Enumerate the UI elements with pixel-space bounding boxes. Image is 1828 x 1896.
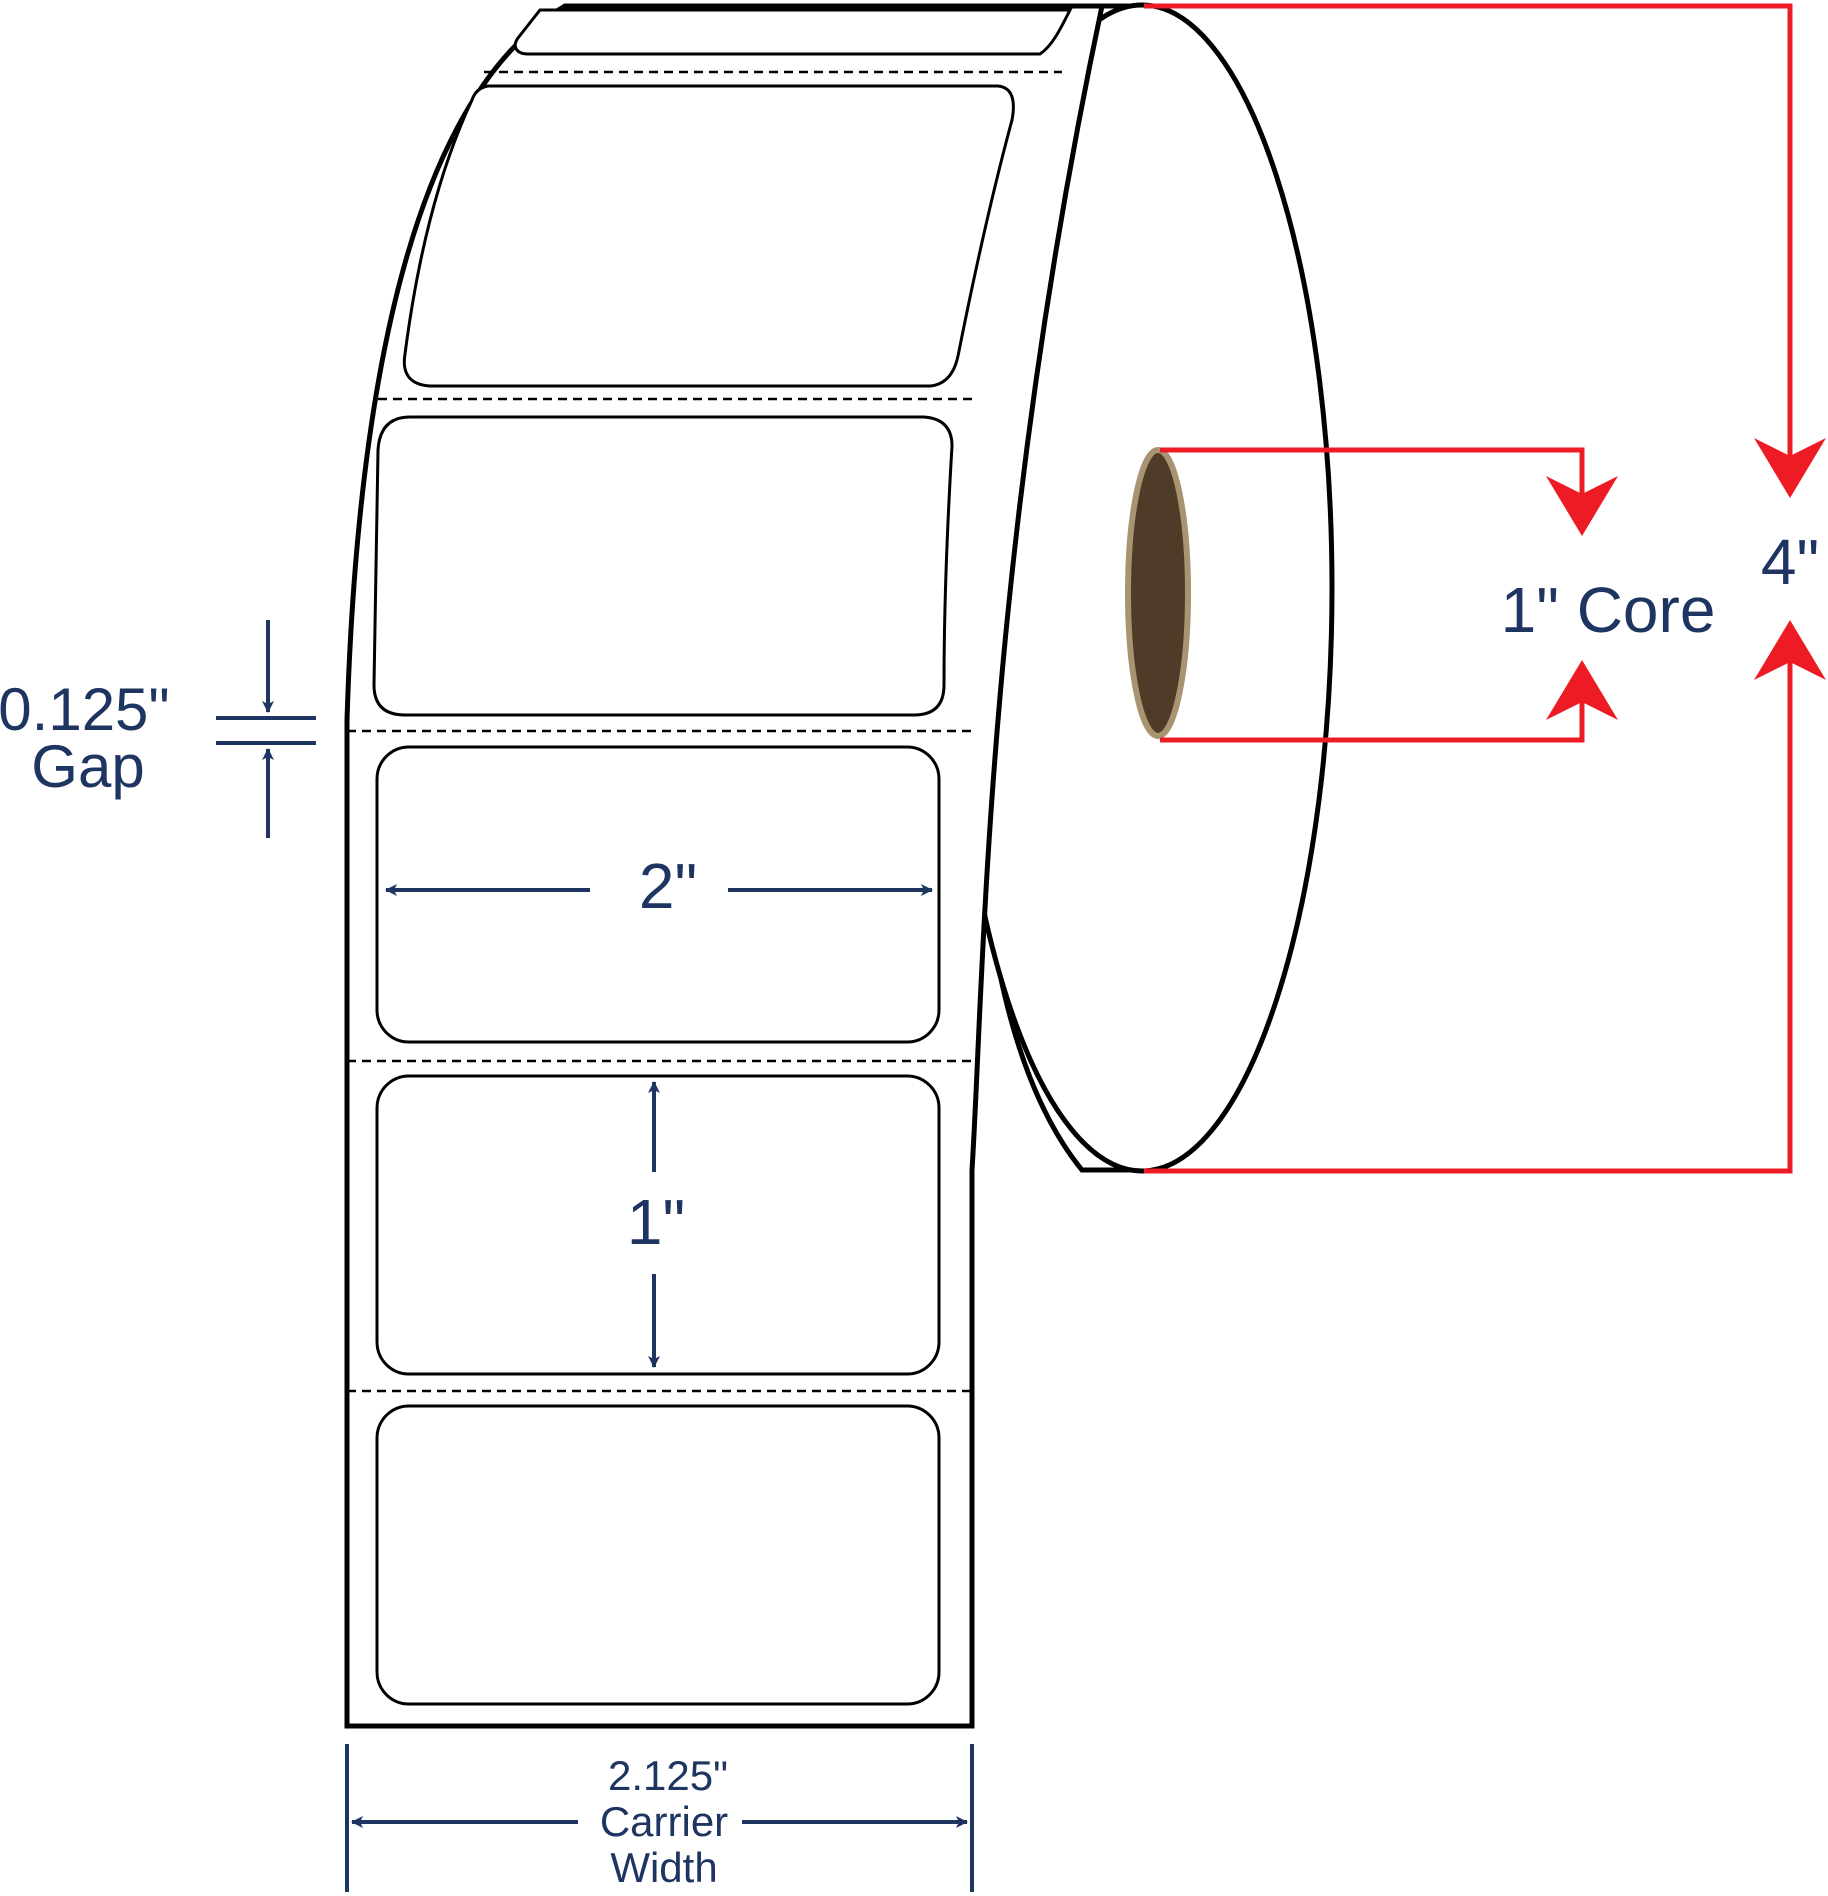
dimension-label-height: 1": [627, 1081, 685, 1368]
dimension-carrier-width: 2.125" Carrier Width: [345, 1744, 974, 1892]
roll-diameter-bracket-bottom: [1144, 652, 1793, 1174]
roll-diameter-bracket-top: [1144, 3, 1793, 486]
label-rect: [375, 1404, 941, 1706]
gap-word-text: Gap: [31, 733, 144, 800]
gap-value-text: 0.125": [0, 676, 170, 743]
perforation-lines: [347, 70, 1062, 1393]
core-text: 1" Core: [1501, 574, 1716, 646]
label-width-text: 2": [639, 850, 697, 922]
roll-diameter-text: 4": [1761, 526, 1819, 598]
label-height-text: 1": [627, 1186, 685, 1258]
carrier-value-text: 2.125": [608, 1752, 728, 1799]
roll-core: [1125, 447, 1191, 739]
label-rect: [375, 745, 941, 1044]
label-rect: [375, 1074, 941, 1376]
label-curved-top: [402, 84, 1015, 388]
carrier-word2-text: Width: [610, 1844, 717, 1891]
label-curved-mid: [372, 415, 954, 717]
roll-diameter-arrowhead-up: [1754, 620, 1826, 680]
dimension-roll-diameter: [1144, 3, 1826, 1174]
dimension-gap: 0.125" Gap: [0, 620, 316, 838]
dimension-label-width: 2": [385, 850, 933, 922]
core-arrowhead-down: [1546, 476, 1618, 536]
label-sliver-top: [513, 8, 1073, 56]
carrier-word1-text: Carrier: [600, 1798, 728, 1845]
labels: [372, 8, 1073, 1706]
dimension-core: [1160, 447, 1618, 743]
core-arrowhead-up: [1546, 660, 1618, 720]
label-roll: [344, 2, 1335, 1729]
roll-diameter-arrowhead-down: [1754, 438, 1826, 498]
